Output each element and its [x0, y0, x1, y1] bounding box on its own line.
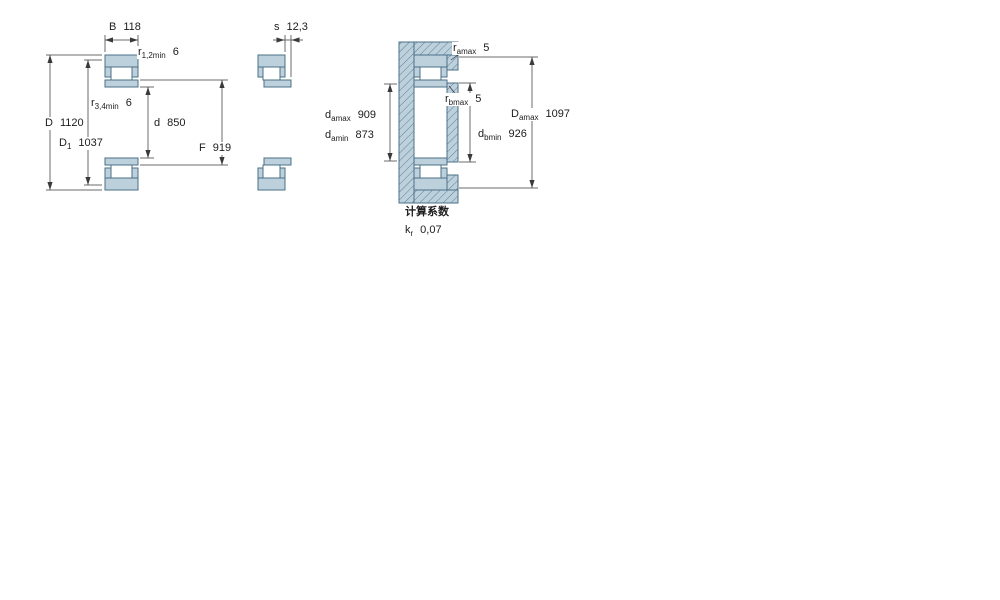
outer-ring-flange-right-bottom: [131, 167, 139, 179]
flange-right-bottom: [440, 167, 448, 179]
calc-factors-title: 计算系数: [405, 206, 449, 218]
housing-band-bottom: [413, 189, 459, 204]
front-section-view: [104, 54, 139, 191]
roller-bottom: [419, 164, 442, 179]
inner-ring-top: [104, 79, 139, 88]
outer-ring-top: [104, 54, 139, 68]
inner-ring-bottom: [413, 157, 448, 166]
roller-bottom: [110, 164, 133, 179]
axial-displacement-view: [257, 54, 292, 191]
inner-ring-top-shifted: [263, 79, 292, 88]
housing-shoulder-top-right: [446, 54, 459, 71]
flange-left-top: [257, 66, 264, 78]
outer-ring-bottom: [104, 177, 139, 191]
abutment-view: [398, 41, 459, 204]
housing-shoulder-bottom-right: [446, 174, 459, 191]
roller-top: [110, 66, 133, 81]
shaft-abutment-sleeve: [446, 82, 459, 163]
flange-right-top: [279, 66, 286, 78]
flange-right-bottom: [279, 167, 286, 179]
flange-right-top: [440, 66, 448, 78]
abutment-shoulder-wall: [398, 41, 415, 204]
outer-ring-top: [257, 54, 286, 68]
outer-ring-bottom: [413, 177, 448, 191]
outer-ring-flange-left-bottom: [104, 167, 112, 179]
inner-ring-bottom-shifted: [263, 157, 292, 166]
outer-ring-flange-right-top: [131, 66, 139, 78]
inner-ring-bottom: [104, 157, 139, 166]
flange-left-bottom: [413, 167, 421, 179]
outer-ring-bottom: [257, 177, 286, 191]
outer-ring-top: [413, 54, 448, 68]
inner-ring-top: [413, 79, 448, 88]
abutment-view-dimension-lines: [384, 51, 538, 189]
outer-ring-flange-left-top: [104, 66, 112, 78]
roller-top: [419, 66, 442, 81]
flange-left-top: [413, 66, 421, 78]
axial-view-dimension-lines: [273, 35, 303, 77]
roller-bottom: [262, 164, 281, 179]
roller-top: [262, 66, 281, 81]
flange-left-bottom: [257, 167, 264, 179]
